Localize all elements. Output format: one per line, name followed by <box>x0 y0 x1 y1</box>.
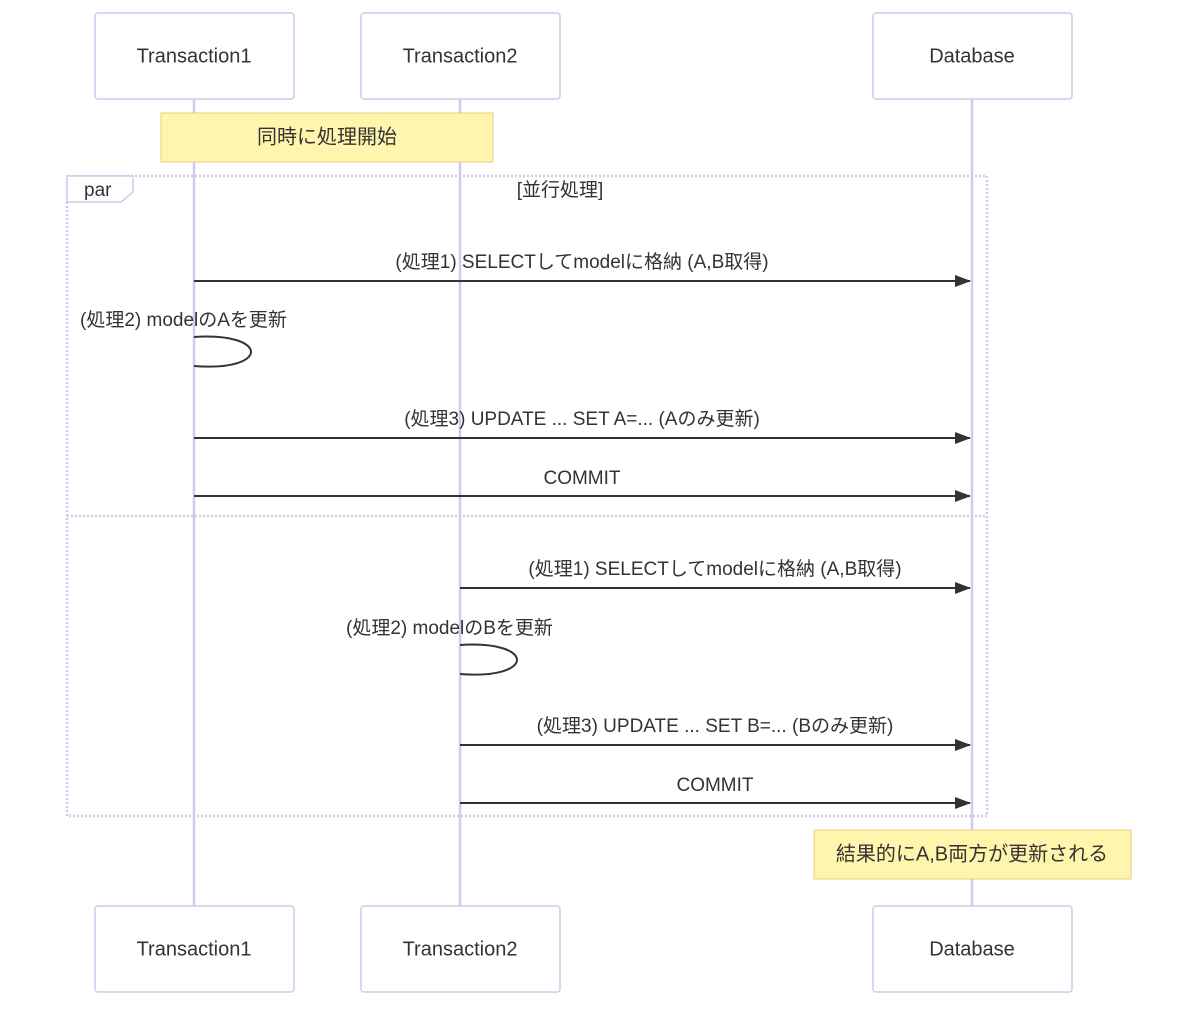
message-label: COMMIT <box>543 468 620 489</box>
message-label: (処理2) modelのBを更新 <box>346 617 553 639</box>
message-t2-commit[interactable]: COMMIT <box>460 775 971 809</box>
message-label: (処理1) SELECTしてmodelに格納 (A,B取得) <box>395 251 768 273</box>
note-text: 結果的にA,B両方が更新される <box>836 842 1108 865</box>
message-t2-select[interactable]: (処理1) SELECTしてmodelに格納 (A,B取得) <box>460 558 971 594</box>
message-label: (処理3) UPDATE ... SET B=... (Bのみ更新) <box>537 715 894 737</box>
actor-label: Transaction2 <box>403 938 518 960</box>
message-label: (処理3) UPDATE ... SET A=... (Aのみ更新) <box>404 408 760 430</box>
message-t1-select[interactable]: (処理1) SELECTしてmodelに格納 (A,B取得) <box>194 251 971 287</box>
message-t1-self-update[interactable]: (処理2) modelのAを更新 <box>80 309 287 368</box>
message-label: (処理2) modelのAを更新 <box>80 309 287 331</box>
actor-top-transaction1[interactable]: Transaction1 <box>94 12 295 100</box>
message-label: COMMIT <box>676 775 753 796</box>
actor-top-transaction2[interactable]: Transaction2 <box>360 12 561 100</box>
actor-bottom-database[interactable]: Database <box>872 905 1073 993</box>
par-label-box <box>66 175 134 203</box>
par-title: [並行処理] <box>517 179 604 201</box>
actor-bottom-transaction1[interactable]: Transaction1 <box>94 905 295 993</box>
note-text: 同時に処理開始 <box>257 125 397 148</box>
actor-label: Database <box>929 938 1015 960</box>
message-t2-update[interactable]: (処理3) UPDATE ... SET B=... (Bのみ更新) <box>460 715 971 751</box>
note-start: 同時に処理開始 <box>160 112 494 163</box>
message-t1-commit[interactable]: COMMIT <box>194 468 971 502</box>
message-label: (処理1) SELECTしてmodelに格納 (A,B取得) <box>528 558 901 580</box>
par-block: par [並行処理] <box>65 174 989 818</box>
message-t1-update[interactable]: (処理3) UPDATE ... SET A=... (Aのみ更新) <box>194 408 971 444</box>
actor-label: Transaction1 <box>137 45 252 67</box>
actor-top-database[interactable]: Database <box>872 12 1073 100</box>
note-result: 結果的にA,B両方が更新される <box>813 829 1132 880</box>
actor-label: Transaction2 <box>403 45 518 67</box>
message-t2-self-update[interactable]: (処理2) modelのBを更新 <box>346 617 553 676</box>
actor-bottom-transaction2[interactable]: Transaction2 <box>360 905 561 993</box>
par-keyword: par <box>84 180 112 201</box>
self-loop-arrow <box>459 643 518 676</box>
self-loop-arrow <box>193 335 252 368</box>
actor-label: Database <box>929 45 1015 67</box>
actor-label: Transaction1 <box>137 938 252 960</box>
